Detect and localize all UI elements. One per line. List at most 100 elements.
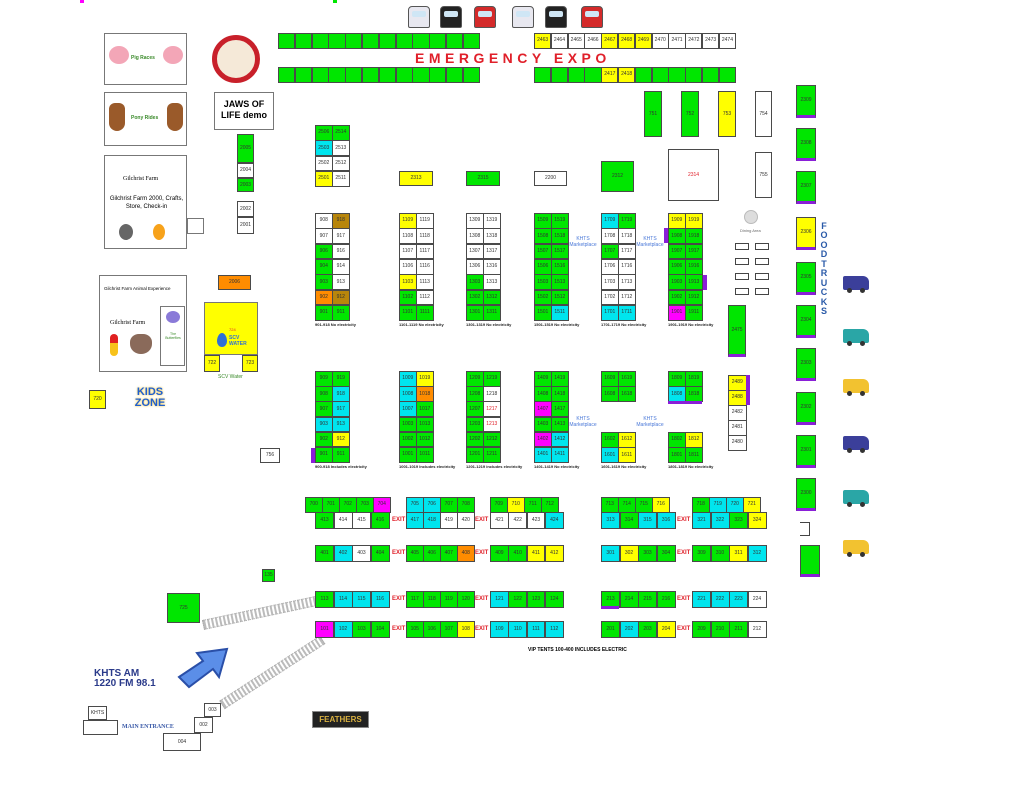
booth-314[interactable]: 314 bbox=[619, 512, 639, 529]
booth-1716[interactable]: 1716 bbox=[618, 258, 636, 275]
booth-702[interactable]: 702 bbox=[339, 497, 357, 513]
booth-em_bl-10[interactable] bbox=[446, 67, 464, 83]
booth-404[interactable]: 404 bbox=[370, 545, 390, 562]
booth-907[interactable]: 907 bbox=[315, 401, 333, 418]
booth-752[interactable]: 752 bbox=[681, 91, 699, 137]
booth-706[interactable]: 706 bbox=[423, 497, 441, 513]
booth-2468[interactable]: 2468 bbox=[618, 33, 636, 49]
booth-em_bl-2[interactable] bbox=[311, 67, 329, 83]
booth-1207[interactable]: 1207 bbox=[466, 401, 484, 418]
booth-1513[interactable]: 1513 bbox=[551, 274, 569, 290]
booth-1318[interactable]: 1318 bbox=[483, 228, 501, 245]
booth-1313[interactable]: 1313 bbox=[483, 274, 501, 290]
booth-em_bl-6[interactable] bbox=[378, 67, 397, 83]
booth-em_br-6[interactable] bbox=[634, 67, 653, 83]
booth-203[interactable]: 203 bbox=[638, 621, 657, 638]
booth-em_br-8[interactable] bbox=[668, 67, 686, 83]
booth-2466[interactable]: 2466 bbox=[584, 33, 602, 49]
booth-em_br-3[interactable] bbox=[584, 67, 602, 83]
booth-406[interactable]: 406 bbox=[423, 545, 441, 562]
booth-1511[interactable]: 1511 bbox=[551, 304, 569, 321]
booth-1111[interactable]: 1111 bbox=[416, 304, 434, 321]
booth-1119[interactable]: 1119 bbox=[416, 213, 434, 229]
booth-2307[interactable]: 2307 bbox=[796, 171, 816, 204]
booth-212[interactable]: 212 bbox=[747, 621, 767, 638]
booth-1112[interactable]: 1112 bbox=[416, 289, 434, 306]
booth-201[interactable]: 201 bbox=[601, 621, 620, 638]
booth-424[interactable]: 424 bbox=[544, 512, 564, 529]
booth-1017[interactable]: 1017 bbox=[416, 401, 434, 418]
booth-2470[interactable]: 2470 bbox=[651, 33, 669, 49]
booth-1106[interactable]: 1106 bbox=[399, 258, 417, 275]
booth-303[interactable]: 303 bbox=[638, 545, 657, 562]
booth-409[interactable]: 409 bbox=[490, 545, 509, 562]
booth-123[interactable]: 123 bbox=[526, 591, 546, 608]
booth-1319[interactable]: 1319 bbox=[483, 213, 501, 229]
booth-1001[interactable]: 1001 bbox=[399, 447, 417, 463]
booth-753[interactable]: 753 bbox=[718, 91, 736, 137]
booth-1107[interactable]: 1107 bbox=[399, 243, 417, 260]
booth-901[interactable]: 901 bbox=[315, 447, 333, 463]
booth-909[interactable]: 909 bbox=[315, 371, 333, 387]
booth-756[interactable]: 756 bbox=[260, 448, 280, 463]
booth-410[interactable]: 410 bbox=[508, 545, 528, 562]
booth-1212[interactable]: 1212 bbox=[483, 431, 501, 448]
booth-413[interactable]: 413 bbox=[315, 512, 334, 529]
booth-908[interactable]: 908 bbox=[315, 213, 333, 229]
booth-em_bl-4[interactable] bbox=[345, 67, 363, 83]
booth-315[interactable]: 315 bbox=[638, 512, 657, 529]
booth-115[interactable]: 115 bbox=[352, 591, 371, 608]
booth-1916[interactable]: 1916 bbox=[685, 258, 703, 275]
booth-em_tl-6[interactable] bbox=[378, 33, 397, 49]
booth-904[interactable]: 904 bbox=[315, 258, 333, 275]
booth-408[interactable]: 408 bbox=[457, 545, 475, 562]
booth-411[interactable]: 411 bbox=[526, 545, 546, 562]
booth-906[interactable]: 906 bbox=[315, 243, 333, 260]
booth-312[interactable]: 312 bbox=[747, 545, 767, 562]
booth-1109[interactable]: 1109 bbox=[399, 213, 417, 229]
booth-104[interactable]: 104 bbox=[370, 621, 390, 638]
booth-1619[interactable]: 1619 bbox=[618, 371, 636, 387]
booth-124[interactable]: 124 bbox=[544, 591, 564, 608]
booth-1306[interactable]: 1306 bbox=[466, 258, 484, 275]
booth-1802[interactable]: 1802 bbox=[668, 432, 686, 448]
booth-2004[interactable]: 2004 bbox=[237, 163, 254, 178]
booth-2305[interactable]: 2305 bbox=[796, 262, 816, 295]
booth-2309[interactable]: 2309 bbox=[796, 85, 816, 118]
booth-em_br-1[interactable] bbox=[550, 67, 569, 83]
booth-1217[interactable]: 1217 bbox=[483, 401, 501, 418]
booth-2474[interactable]: 2474 bbox=[718, 33, 737, 49]
booth-em_bl-3[interactable] bbox=[328, 67, 346, 83]
booth-1309[interactable]: 1309 bbox=[466, 213, 484, 229]
booth-121[interactable]: 121 bbox=[490, 591, 509, 608]
booth-2473[interactable]: 2473 bbox=[702, 33, 720, 49]
booth-em_bl-9[interactable] bbox=[429, 67, 447, 83]
booth-f_last[interactable] bbox=[800, 545, 820, 577]
booth-109[interactable]: 109 bbox=[490, 621, 509, 638]
booth-1712[interactable]: 1712 bbox=[618, 289, 636, 306]
booth-903[interactable]: 903 bbox=[315, 274, 333, 290]
booth-101[interactable]: 101 bbox=[315, 621, 334, 638]
booth-1906[interactable]: 1906 bbox=[668, 258, 686, 275]
booth-107[interactable]: 107 bbox=[440, 621, 458, 638]
booth-em_br-10[interactable] bbox=[702, 67, 720, 83]
booth-911[interactable]: 911 bbox=[332, 304, 350, 321]
booth-1302[interactable]: 1302 bbox=[466, 289, 484, 306]
booth-1808[interactable]: 1808 bbox=[668, 386, 686, 402]
booth-1911[interactable]: 1911 bbox=[685, 304, 703, 321]
booth-2467[interactable]: 2467 bbox=[601, 33, 619, 49]
booth-1102[interactable]: 1102 bbox=[399, 289, 417, 306]
booth-1002[interactable]: 1002 bbox=[399, 431, 417, 448]
booth-1508[interactable]: 1508 bbox=[534, 228, 552, 245]
booth-2304[interactable]: 2304 bbox=[796, 305, 816, 338]
booth-113[interactable]: 113 bbox=[315, 591, 334, 608]
booth-1507[interactable]: 1507 bbox=[534, 243, 552, 260]
booth-1218[interactable]: 1218 bbox=[483, 386, 501, 402]
booth-em_bl-8[interactable] bbox=[412, 67, 430, 83]
booth-1417[interactable]: 1417 bbox=[551, 401, 569, 418]
booth-2502[interactable]: 2502 bbox=[315, 155, 333, 172]
booth-2488[interactable]: 2488 bbox=[728, 390, 747, 406]
booth-2472[interactable]: 2472 bbox=[685, 33, 703, 49]
booth-723[interactable]: 723 bbox=[242, 355, 258, 372]
booth-1308[interactable]: 1308 bbox=[466, 228, 484, 245]
